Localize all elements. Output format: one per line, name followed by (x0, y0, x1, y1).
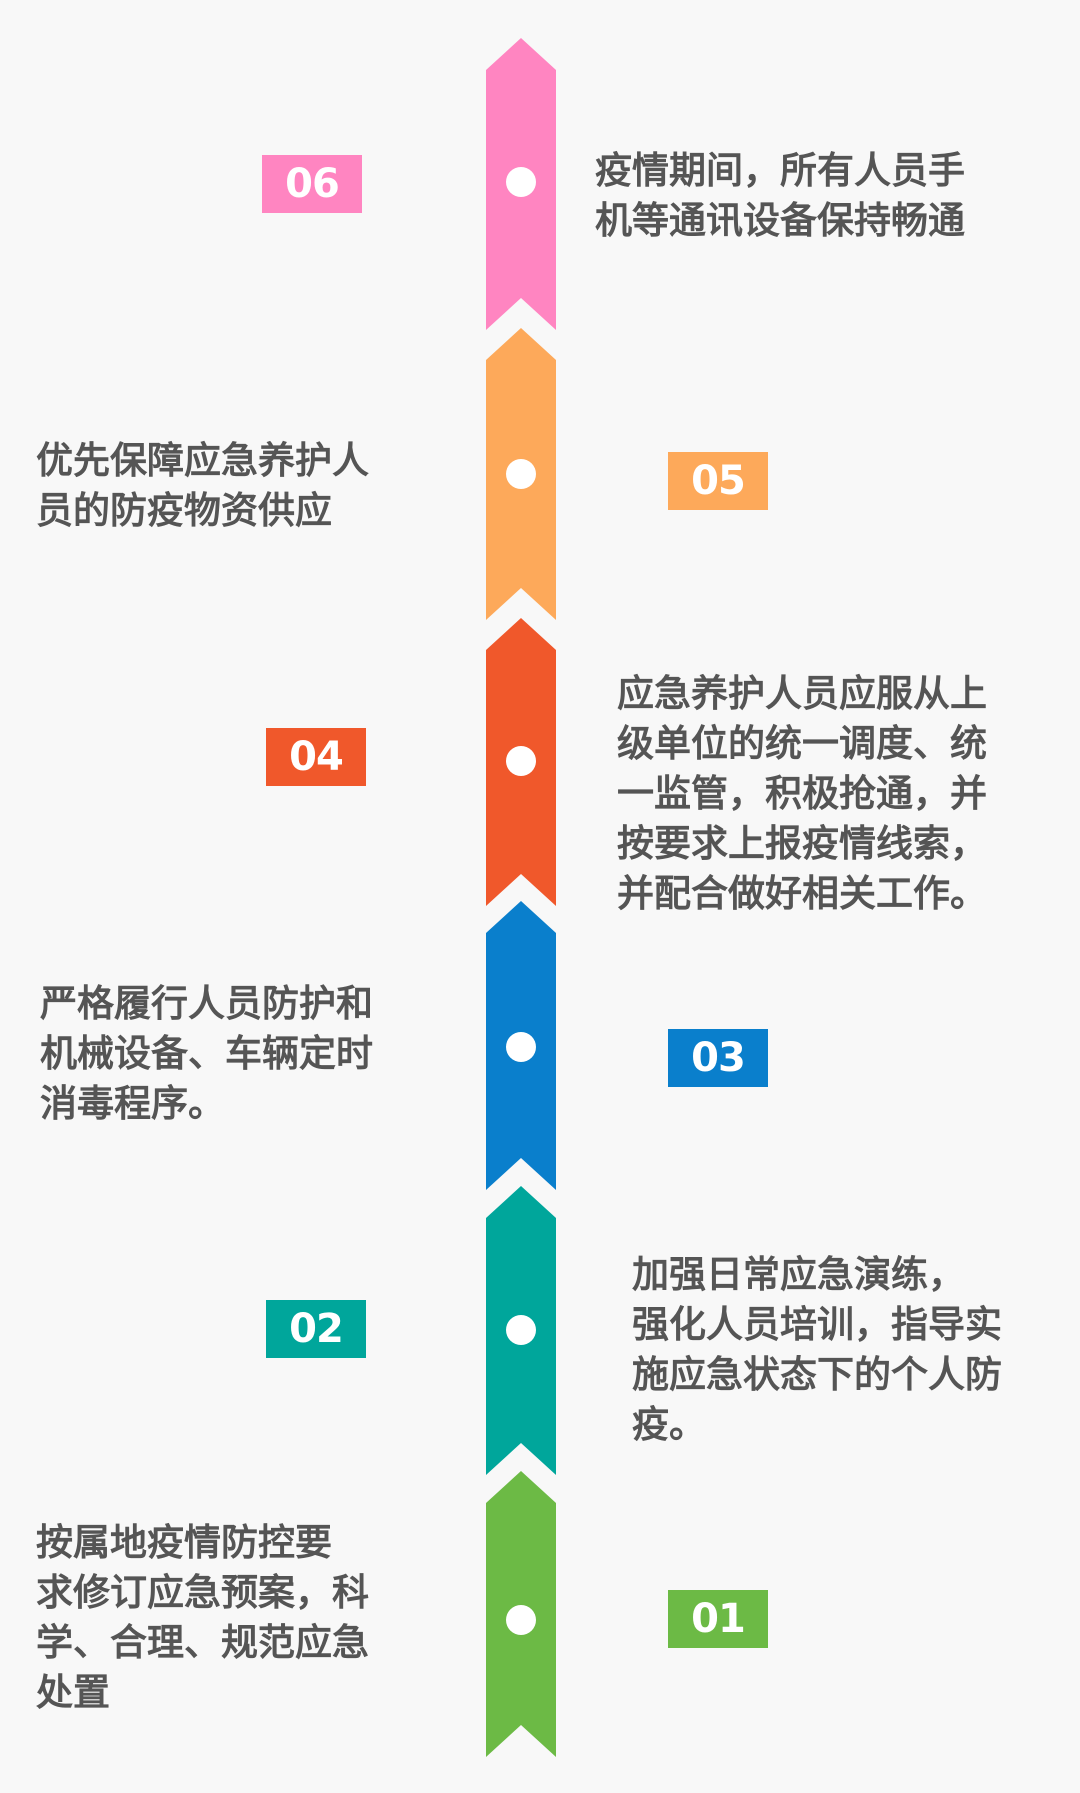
step-description-06: 疫情期间，所有人员手 机等通讯设备保持畅通 (595, 149, 965, 242)
step-number-badge-05: 05 (668, 452, 768, 510)
arrow-segment-06 (486, 38, 556, 330)
arrow-segment-03 (486, 901, 556, 1190)
dot-02 (506, 1315, 536, 1345)
step-description-02: 加强日常应急演练， 强化人员培训，指导实 施应急状态下的个人防 疫。 (632, 1253, 1002, 1446)
dot-06 (506, 167, 536, 197)
step-description-01: 按属地疫情防控要 求修订应急预案，科 学、合理、规范应急 处置 (36, 1521, 369, 1714)
dot-03 (506, 1032, 536, 1062)
step-number-badge-01: 01 (668, 1590, 768, 1648)
step-description-05: 优先保障应急养护人 员的防疫物资供应 (36, 439, 369, 532)
arrow-segment-01 (486, 1471, 556, 1757)
dot-04 (506, 746, 536, 776)
step-number-badge-03: 03 (668, 1029, 768, 1087)
step-number-badge-06: 06 (262, 155, 362, 213)
step-number-badge-04: 04 (266, 728, 366, 786)
arrow-segment-05 (486, 328, 556, 620)
arrow-segment-04 (486, 618, 556, 906)
arrow-segment-02 (486, 1186, 556, 1475)
dot-05 (506, 459, 536, 489)
dot-01 (506, 1605, 536, 1635)
step-number-badge-02: 02 (266, 1300, 366, 1358)
step-description-03: 严格履行人员防护和 机械设备、车辆定时 消毒程序。 (40, 982, 373, 1125)
step-description-04: 应急养护人员应服从上 级单位的统一调度、统 一监管，积极抢通，并 按要求上报疫情… (617, 672, 987, 915)
